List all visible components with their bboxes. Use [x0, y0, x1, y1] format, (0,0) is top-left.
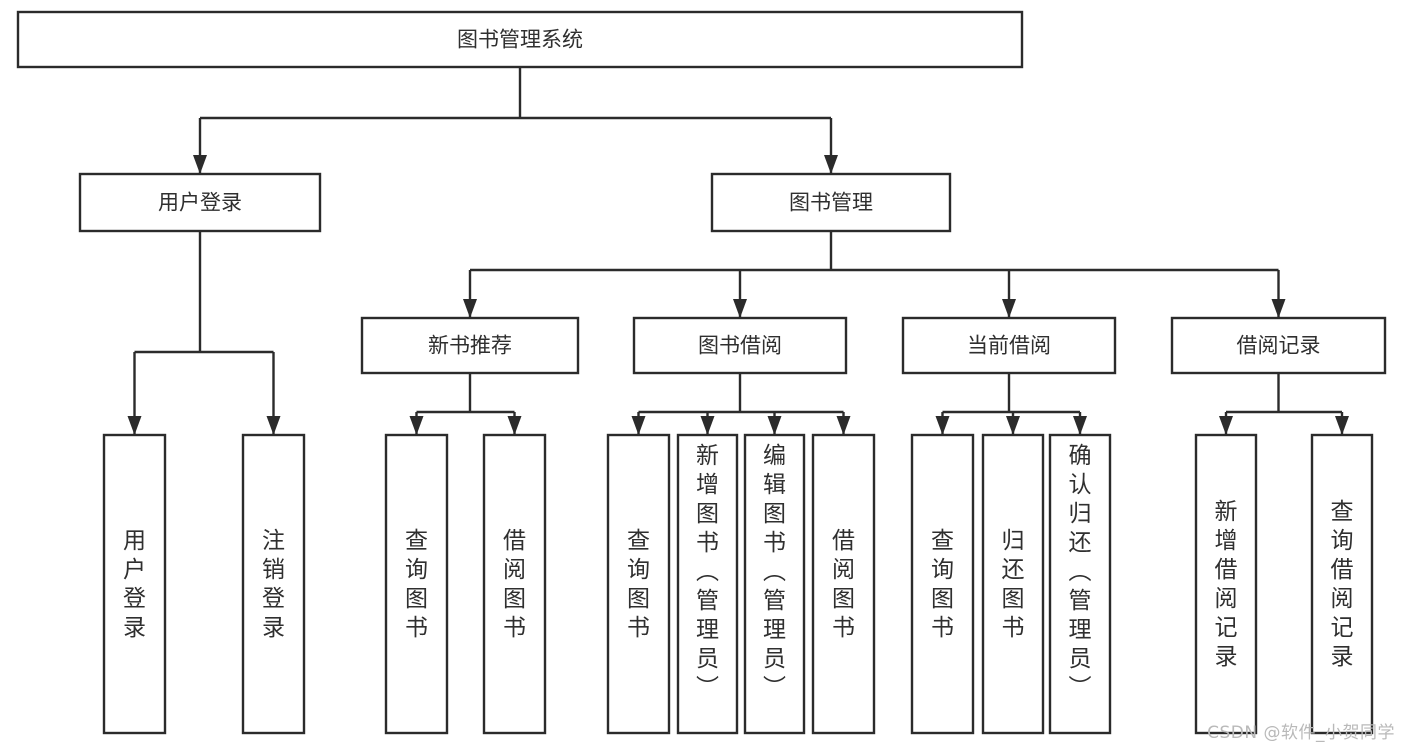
- level2-node-借阅记录-3[interactable]: 借阅记录: [1170, 316, 1387, 375]
- node-label: 用户登录: [123, 528, 146, 641]
- leaf-node-查询借阅记录-12[interactable]: 查询借阅记录: [1310, 433, 1374, 735]
- node-label: 图书借阅: [698, 334, 782, 358]
- root-node-图书管理系统[interactable]: 图书管理系统: [16, 10, 1024, 69]
- connector-layer: [127, 67, 1349, 435]
- node-box: [1048, 433, 1112, 735]
- leaf-node-查询图书-4[interactable]: 查询图书: [606, 433, 671, 735]
- arrow-head-icon: [767, 416, 782, 435]
- arrow-head-icon: [507, 416, 522, 435]
- node-box: [360, 316, 580, 375]
- leaf-node-新增借阅记录-11[interactable]: 新增借阅记录: [1194, 433, 1258, 735]
- node-box: [901, 316, 1117, 375]
- arrow-head-icon: [1073, 416, 1087, 435]
- node-box: [1194, 433, 1258, 735]
- node-box: [16, 10, 1024, 69]
- arrow-head-icon: [1335, 416, 1349, 435]
- node-label: 查询图书: [627, 528, 650, 641]
- arrow-head-icon: [733, 299, 747, 318]
- level2-node-当前借阅-2[interactable]: 当前借阅: [901, 316, 1117, 375]
- level1-node-图书管理-1[interactable]: 图书管理: [710, 172, 952, 233]
- leaf-node-注销登录-1[interactable]: 注销登录: [241, 433, 306, 735]
- node-label: 借阅图书: [832, 528, 855, 641]
- leaf-node-归还图书-9[interactable]: 归还图书: [981, 433, 1045, 735]
- arrow-head-icon: [193, 155, 207, 174]
- node-box: [811, 433, 876, 735]
- arrow-head-icon: [700, 416, 715, 435]
- node-label: 借阅图书: [503, 528, 526, 641]
- node-box: [710, 172, 952, 233]
- node-label: 查询图书: [931, 528, 954, 641]
- arrow-head-icon: [1271, 299, 1286, 318]
- node-box: [910, 433, 975, 735]
- leaf-node-编辑图书管理员-6[interactable]: 编辑图书︵管理员︶: [743, 433, 806, 735]
- level2-node-图书借阅-1[interactable]: 图书借阅: [632, 316, 848, 375]
- node-box: [743, 433, 806, 735]
- node-label: 归还图书: [1002, 528, 1025, 641]
- arrow-head-icon: [1006, 416, 1020, 435]
- node-box: [482, 433, 547, 735]
- node-label: 查询图书: [405, 528, 428, 641]
- node-box: [1170, 316, 1387, 375]
- arrow-head-icon: [266, 416, 281, 435]
- level1-node-用户登录-0[interactable]: 用户登录: [78, 172, 322, 233]
- node-box: [102, 433, 167, 735]
- node-box: [78, 172, 322, 233]
- csdn-watermark: CSDN @软件_小贺同学: [1207, 723, 1395, 743]
- leaf-node-确认归还管理员-10[interactable]: 确认归还︵管理员︶: [1048, 433, 1112, 735]
- node-label: 确认归还︵管理员︶: [1069, 443, 1092, 701]
- node-label: 图书管理: [789, 191, 873, 215]
- node-label: 新书推荐: [428, 334, 512, 358]
- node-label: 编辑图书︵管理员︶: [763, 443, 786, 701]
- arrow-head-icon: [824, 155, 838, 174]
- node-box: [632, 316, 848, 375]
- leaf-node-借阅图书-7[interactable]: 借阅图书: [811, 433, 876, 735]
- node-label: 新增借阅记录: [1215, 499, 1238, 670]
- node-label: 当前借阅: [967, 334, 1051, 358]
- node-box: [676, 433, 739, 735]
- arrow-head-icon: [463, 299, 477, 318]
- arrow-head-icon: [127, 416, 142, 435]
- node-box: [241, 433, 306, 735]
- arrow-head-icon: [1002, 299, 1016, 318]
- node-box: [384, 433, 449, 735]
- node-box: [606, 433, 671, 735]
- node-layer: 图书管理系统用户登录图书管理新书推荐图书借阅当前借阅借阅记录用户登录注销登录查询…: [16, 10, 1387, 735]
- arrow-head-icon: [631, 416, 646, 435]
- leaf-node-借阅图书-3[interactable]: 借阅图书: [482, 433, 547, 735]
- node-box: [981, 433, 1045, 735]
- arrow-head-icon: [409, 416, 424, 435]
- leaf-node-查询图书-8[interactable]: 查询图书: [910, 433, 975, 735]
- leaf-node-用户登录-0[interactable]: 用户登录: [102, 433, 167, 735]
- node-label: 用户登录: [158, 191, 242, 215]
- node-box: [1310, 433, 1374, 735]
- leaf-node-查询图书-2[interactable]: 查询图书: [384, 433, 449, 735]
- node-label: 查询借阅记录: [1331, 499, 1354, 670]
- arrow-head-icon: [836, 416, 851, 435]
- node-label: 借阅记录: [1237, 334, 1321, 358]
- leaf-node-新增图书管理员-5[interactable]: 新增图书︵管理员︶: [676, 433, 739, 735]
- node-label: 新增图书︵管理员︶: [696, 443, 719, 701]
- node-label: 图书管理系统: [457, 28, 583, 52]
- arrow-head-icon: [1219, 416, 1233, 435]
- node-label: 注销登录: [262, 528, 285, 641]
- arrow-head-icon: [935, 416, 950, 435]
- level2-node-新书推荐-0[interactable]: 新书推荐: [360, 316, 580, 375]
